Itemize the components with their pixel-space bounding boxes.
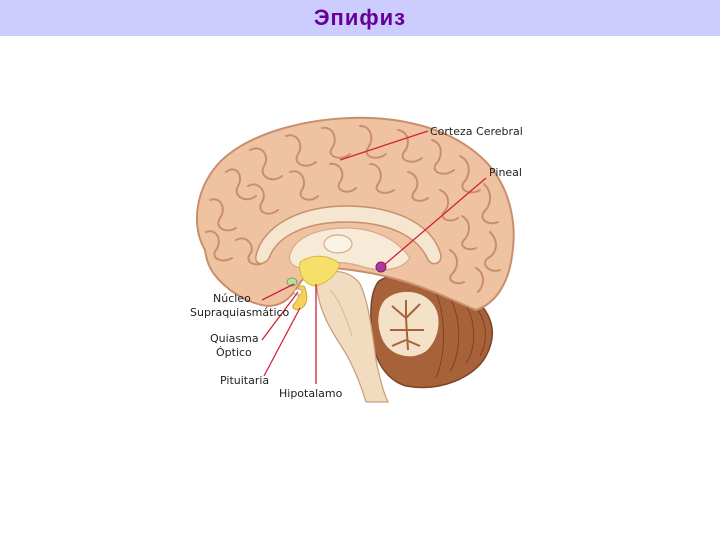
scn-region [286,277,298,287]
label-chiasm-line2: Óptico [216,346,252,359]
leader-pineal [382,177,487,267]
label-pituitary: Pituitaria [220,374,269,387]
label-scn-line1: Núcleo [213,292,251,305]
leader-chiasm [261,291,299,341]
pineal-gland [375,261,387,273]
label-scn-line2: Supraquiasmático [190,306,290,319]
hypothalamus-region [299,255,341,287]
leader-scn [261,283,295,301]
label-cortex: Corteza Cerebral [430,125,523,138]
label-pineal: Pineal [489,166,522,179]
label-chiasm-line1: Quiasma [210,332,259,345]
pituitary-gland [292,285,308,311]
brainstem [315,270,390,403]
cerebrum [195,116,515,312]
slide-title: Эпифиз [313,5,407,30]
leader-cortex [339,130,429,161]
leader-pituitary [263,307,301,377]
title-band [0,0,720,36]
label-hypothalamus: Hipotalamo [279,387,343,400]
